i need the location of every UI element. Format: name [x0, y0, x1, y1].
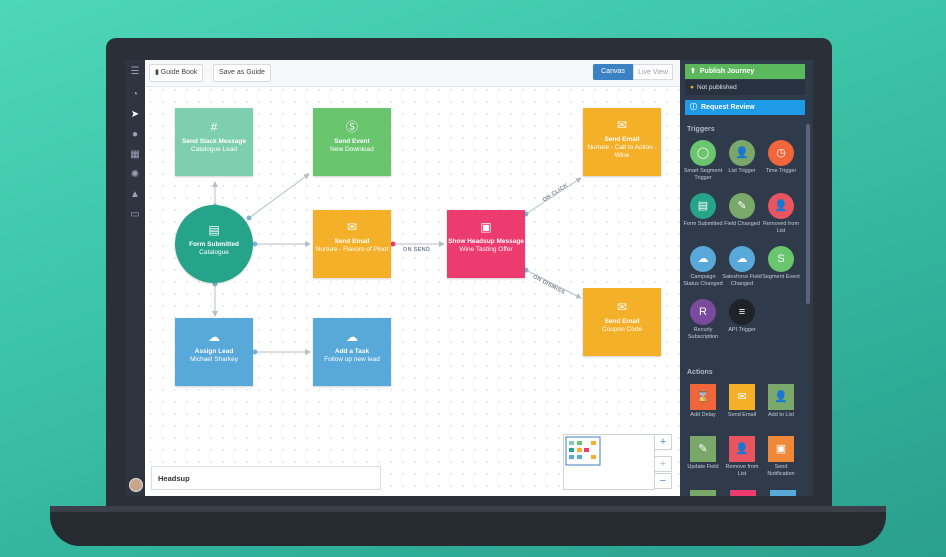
info-icon: ⓘ — [690, 104, 697, 111]
triggers-heading: Triggers — [687, 126, 715, 133]
journeys-icon[interactable]: ➤ — [130, 109, 140, 120]
salesforce-cloud-icon: ☁ — [208, 330, 220, 344]
form-icon: ▤ — [208, 223, 220, 237]
field-changed-icon: ✎ — [729, 193, 755, 219]
remove-from-list-icon: 👤 — [729, 436, 755, 462]
zoom-reset-button[interactable]: + — [654, 456, 672, 472]
send-email-icon: ✉ — [729, 384, 755, 410]
trigger-smart-segment-trigger[interactable]: ◯Smart Segment Trigger — [683, 140, 723, 181]
salesforce-field-changed-icon: ☁ — [729, 246, 755, 272]
live-view-tab[interactable]: Live View — [633, 64, 673, 80]
canvas-tab[interactable]: Canvas — [593, 64, 633, 80]
envelope-icon: ✉ — [616, 300, 628, 314]
journey-canvas[interactable]: ▮ Guide Book Save as Guide Canvas Live V… — [145, 60, 680, 496]
form-submitted-icon: ▤ — [690, 193, 716, 219]
people-icon[interactable]: ● — [131, 129, 139, 140]
action-update-field[interactable]: ✎Update Field — [683, 436, 723, 471]
chat-icon[interactable]: ▭ — [130, 209, 140, 220]
action-send-notification[interactable]: ▣Send Notification — [761, 436, 801, 477]
partial-action-tile — [690, 490, 716, 496]
edge-label-on-send: ON SEND — [403, 247, 431, 253]
update-field-icon: ✎ — [690, 436, 716, 462]
publish-status: ●Not published — [685, 80, 805, 95]
slack-hash-icon: # — [210, 120, 218, 134]
education-icon[interactable]: ▲ — [130, 189, 140, 200]
left-sidebar: ☰ ◔ ➤ ● ▦ ✺ ▲ ▭ — [125, 60, 145, 496]
guide-book-button[interactable]: ▮ Guide Book — [149, 64, 204, 82]
laptop-base — [50, 506, 886, 546]
app-logo-icon[interactable]: ☰ — [130, 66, 140, 77]
action-add-delay[interactable]: ⌛Add Delay — [683, 384, 723, 419]
trigger-removed-from-list[interactable]: 👤Removed from List — [761, 193, 801, 234]
partial-action-tile — [770, 490, 796, 496]
time-trigger-icon: ◷ — [768, 140, 794, 166]
canvas-toolbar: ▮ Guide Book Save as Guide Canvas Live V… — [145, 60, 680, 87]
action-remove-from-list[interactable]: 👤Remove from List — [722, 436, 762, 477]
minimap[interactable] — [563, 434, 655, 490]
zoom-in-button[interactable]: + — [654, 434, 672, 450]
edge-form-event — [248, 173, 310, 219]
trigger-form-submitted[interactable]: ▤Form Submitted — [683, 193, 723, 228]
add-delay-icon: ⌛ — [690, 384, 716, 410]
reports-icon[interactable]: ▦ — [130, 149, 140, 160]
trigger-api-trigger[interactable]: ≡API Trigger — [722, 299, 762, 334]
minimap-preview — [565, 436, 601, 466]
segment-s-icon: Ⓢ — [345, 120, 358, 134]
envelope-icon: ✉ — [346, 220, 358, 234]
action-send-email[interactable]: ✉Send Email — [722, 384, 762, 419]
trigger-salesforce-field-changed[interactable]: ☁Salesforce Field Changed — [722, 246, 762, 287]
add-to-list-icon: 👤 — [768, 384, 794, 410]
api-trigger-icon: ≡ — [729, 299, 755, 325]
envelope-icon: ✉ — [616, 118, 628, 132]
book-icon: ▮ — [155, 69, 161, 76]
list-trigger-icon: 👤 — [729, 140, 755, 166]
campaign-status-changed-icon: ☁ — [690, 246, 716, 272]
headsup-window-icon: ▣ — [480, 220, 492, 234]
zoom-out-button[interactable]: − — [654, 473, 672, 489]
recurly-subscription-icon: R — [690, 299, 716, 325]
smart-segment-trigger-icon: ◯ — [690, 140, 716, 166]
send-notification-icon: ▣ — [768, 436, 794, 462]
partial-action-tile — [730, 490, 756, 496]
trigger-field-changed[interactable]: ✎Field Changed — [722, 193, 762, 228]
actions-heading: Actions — [687, 369, 713, 376]
segment-event-icon: S — [768, 246, 794, 272]
action-add-to-list[interactable]: 👤Add to List — [761, 384, 801, 419]
panel-scrollbar[interactable] — [806, 124, 810, 304]
edge-headsup-email3 — [525, 269, 582, 299]
publish-journey-button[interactable]: ⬆Publish Journey — [685, 64, 805, 79]
save-as-guide-button[interactable]: Save as Guide — [213, 64, 271, 82]
removed-from-list-icon: 👤 — [768, 193, 794, 219]
upload-icon: ⬆ — [690, 68, 696, 75]
trigger-campaign-status-changed[interactable]: ☁Campaign Status Changed — [683, 246, 723, 287]
settings-gear-icon[interactable]: ✺ — [130, 169, 140, 180]
edge-headsup-email2 — [525, 177, 582, 215]
status-dot-icon: ● — [690, 84, 694, 91]
headsup-bar[interactable]: Headsup — [151, 466, 381, 490]
salesforce-cloud-icon: ☁ — [346, 330, 358, 344]
trigger-time-trigger[interactable]: ◷Time Trigger — [761, 140, 801, 175]
user-avatar[interactable] — [129, 478, 143, 492]
app-screen: ☰ ◔ ➤ ● ▦ ✺ ▲ ▭ ▮ Guide Book Save as Gui… — [125, 60, 813, 496]
dashboard-icon[interactable]: ◔ — [131, 89, 139, 100]
trigger-list-trigger[interactable]: 👤List Trigger — [722, 140, 762, 175]
